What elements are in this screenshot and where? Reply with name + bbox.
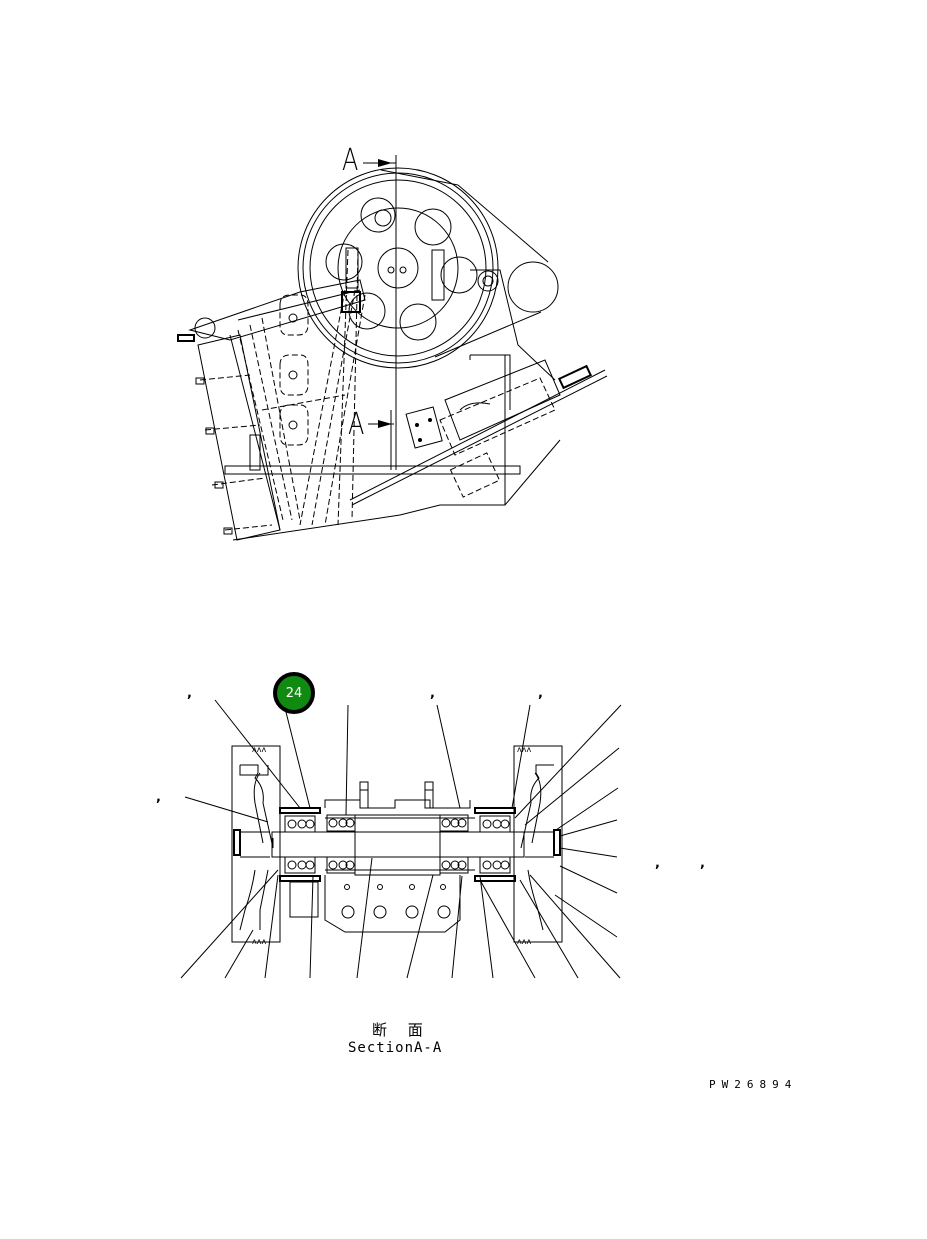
section-a-a-view: ʌʌʌ ʌʌʌ ʌʌʌ ʌʌʌ (180, 699, 622, 979)
leader-label-comma: , (700, 856, 705, 871)
leader-label-comma: , (655, 856, 660, 871)
svg-text:ʌʌʌ: ʌʌʌ (252, 937, 266, 946)
callout-number: 24 (285, 685, 303, 701)
elevation-view (177, 155, 608, 541)
section-marker-a-top: A (342, 143, 359, 178)
leader-label-comma: , (430, 686, 435, 701)
section-marker-a-bottom: A (348, 407, 365, 442)
svg-text:ʌʌʌ: ʌʌʌ (517, 937, 531, 946)
svg-text:ʌʌʌ: ʌʌʌ (252, 745, 266, 754)
leader-label-comma: , (187, 686, 192, 701)
section-caption-english: SectionA-A (348, 1040, 443, 1056)
leader-label-comma: , (156, 790, 161, 805)
svg-text:ʌʌʌ: ʌʌʌ (517, 745, 531, 754)
drawing-number: PW26894 (709, 1078, 798, 1091)
part-callout-24[interactable]: 24 (273, 672, 315, 714)
leader-label-comma: , (538, 686, 543, 701)
section-caption-japanese: 断 面 (372, 1021, 431, 1039)
